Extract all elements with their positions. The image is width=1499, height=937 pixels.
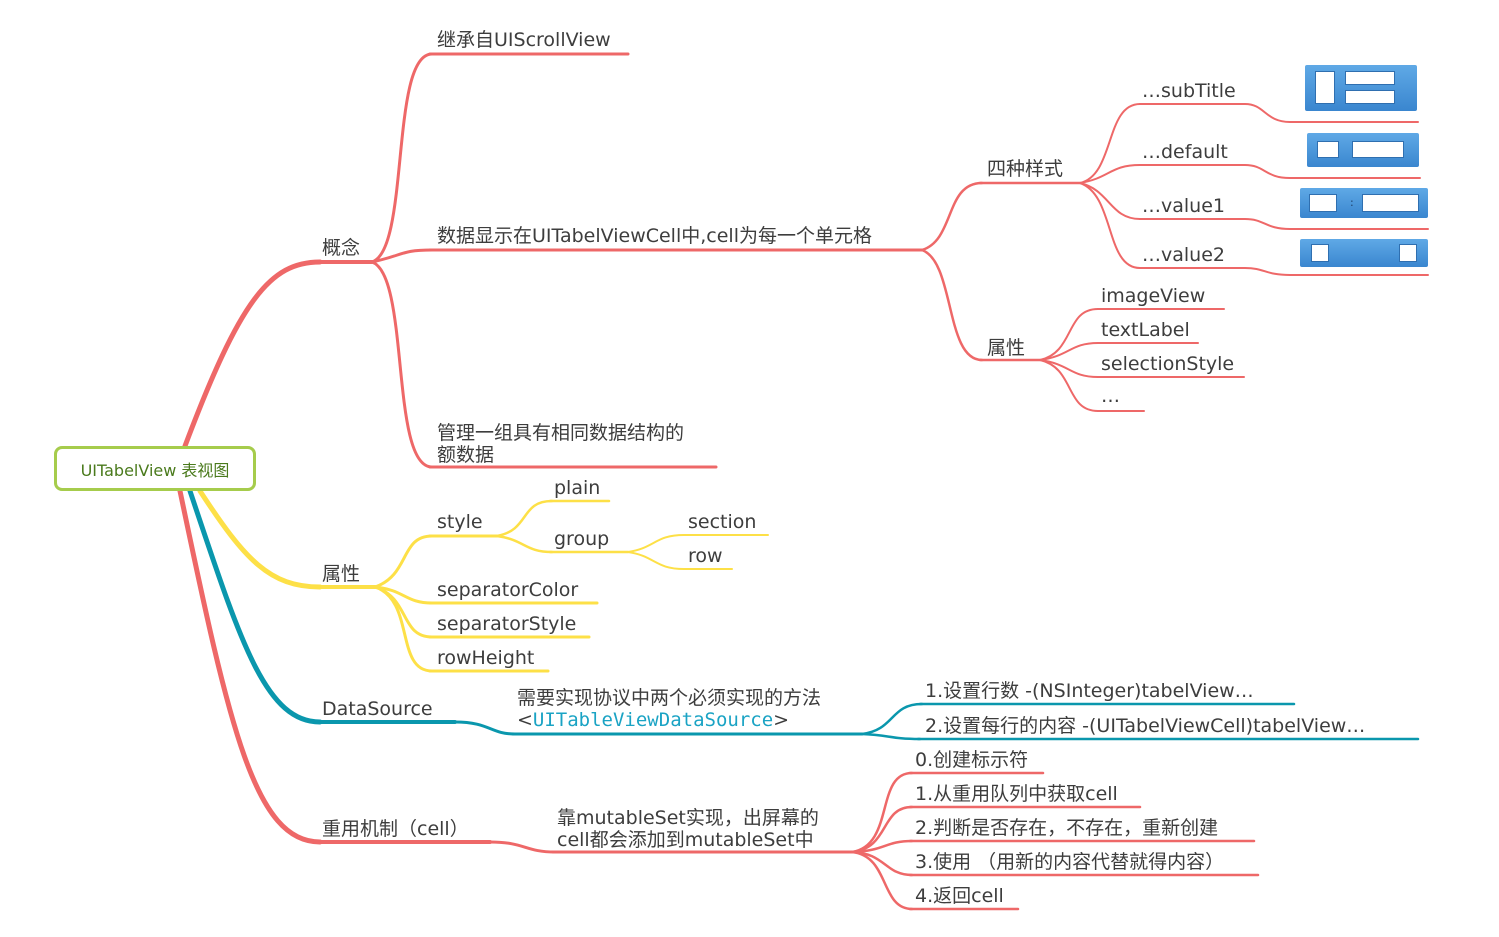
reuse-step-3[interactable]: 3.使用 （用新的内容代替就得内容） (915, 851, 1225, 873)
root-label: UITabelView 表视图 (80, 460, 230, 480)
branch-reuse-to-desc (488, 840, 557, 854)
branch-style-to-plain (495, 499, 554, 538)
concept-label[interactable]: 概念 (322, 237, 361, 259)
branch-reuse-step1 (850, 805, 914, 854)
root-node[interactable]: UITabelView 表视图 (54, 446, 256, 491)
cell-props-label[interactable]: 属性 (987, 337, 1026, 359)
datasource-item1[interactable]: 1.设置行数 -(NSInteger)tabelView… (925, 680, 1254, 702)
cell-prop-textlabel[interactable]: textLabel (1101, 319, 1190, 341)
branch-group-to-row (627, 551, 685, 570)
line-subtitle (1139, 103, 1419, 123)
branch-root-to-reuse (177, 488, 323, 845)
branch-celldata-to-styles (920, 181, 984, 252)
default-cell-icon (1307, 133, 1419, 167)
four-styles-label[interactable]: 四种样式 (987, 158, 1064, 180)
subtitle-cell-icon (1305, 65, 1417, 111)
cell-prop-selectionstyle[interactable]: selectionStyle (1101, 353, 1235, 375)
branch-props-to-sepcolor (373, 585, 434, 605)
branch-concept-to-inherit (370, 52, 434, 264)
reuse-desc[interactable]: 靠mutableSet实现，出屏幕的 cell都会添加到mutableSet中 (557, 807, 819, 851)
datasource-desc[interactable]: 需要实现协议中两个必须实现的方法 <UITableViewDataSource> (517, 687, 821, 731)
concept-cell-data[interactable]: 数据显示在UITabelViewCell中,cell为每一个单元格 (437, 225, 872, 247)
prop-row[interactable]: row (688, 545, 723, 567)
reuse-step-0[interactable]: 0.创建标示符 (915, 749, 1029, 771)
prop-section[interactable]: section (688, 511, 757, 533)
branch-concept-to-celldata (370, 248, 434, 264)
branch-prop-imageview (1039, 308, 1099, 361)
line-value1 (1139, 218, 1429, 230)
branch-root-to-concept (182, 259, 323, 449)
style-subtitle[interactable]: …subTitle (1142, 80, 1236, 102)
reuse-step-1[interactable]: 1.从重用队列中获取cell (915, 783, 1118, 805)
branch-prop-textlabel (1039, 342, 1099, 361)
branch-style-subtitle (1079, 103, 1141, 184)
branch-props-to-style (373, 534, 434, 589)
reuse-desc-line1: 靠mutableSet实现，出屏幕的 (557, 807, 819, 829)
value1-cell-icon: : (1300, 188, 1428, 218)
prop-group[interactable]: group (554, 528, 610, 550)
style-default[interactable]: …default (1142, 141, 1228, 163)
branch-concept-to-manage (370, 260, 434, 469)
concept-inherit[interactable]: 继承自UIScrollView (437, 29, 611, 51)
branch-reuse-step2 (850, 839, 914, 854)
reuse-desc-line2: cell都会添加到mutableSet中 (557, 829, 814, 851)
prop-row-height[interactable]: rowHeight (437, 647, 535, 669)
reuse-label[interactable]: 重用机制（cell） (322, 818, 469, 840)
branch-datasource-to-desc (453, 720, 517, 736)
cell-prop-imageview[interactable]: imageView (1101, 285, 1206, 307)
branch-celldata-to-cellprops (920, 248, 984, 362)
prop-plain[interactable]: plain (554, 477, 601, 499)
line-default (1139, 164, 1421, 179)
branch-root-to-datasource (187, 488, 323, 725)
value2-cell-icon (1300, 239, 1428, 267)
datasource-item2[interactable]: 2.设置每行的内容 -(UITabelViewCell)tabelView… (925, 715, 1366, 737)
branch-desc-to-item2 (860, 732, 922, 741)
props-label[interactable]: 属性 (322, 563, 361, 585)
branch-reuse-step0 (850, 771, 914, 854)
cell-prop-ellipsis[interactable]: … (1101, 385, 1120, 407)
branch-group-to-section (627, 534, 685, 553)
datasource-desc-open: < (517, 709, 533, 731)
concept-manage[interactable]: 管理一组具有相同数据结构的 额数据 (437, 422, 684, 466)
reuse-step-2[interactable]: 2.判断是否存在，不存在，重新创建 (915, 817, 1219, 839)
concept-manage-line2: 额数据 (437, 444, 495, 466)
branch-prop-selection (1039, 359, 1099, 378)
prop-separator-color[interactable]: separatorColor (437, 579, 579, 601)
style-value1[interactable]: …value1 (1142, 195, 1225, 217)
datasource-protocol: UITableViewDataSource (532, 709, 774, 731)
style-value2[interactable]: …value2 (1142, 244, 1225, 266)
prop-style[interactable]: style (437, 511, 483, 533)
branch-style-default (1079, 164, 1141, 184)
datasource-desc-line2: <UITableViewDataSource> (517, 709, 821, 731)
branch-prop-ellipsis (1039, 359, 1099, 412)
branch-style-to-group (495, 534, 554, 554)
branch-reuse-step4 (850, 850, 914, 911)
branch-props-to-rowheight (373, 585, 434, 673)
prop-separator-style[interactable]: separatorStyle (437, 613, 577, 635)
branch-style-value2 (1079, 182, 1141, 269)
line-value2 (1139, 267, 1429, 276)
branch-root-to-props (197, 488, 323, 590)
branch-style-value1 (1079, 182, 1141, 220)
datasource-desc-close: > (773, 709, 790, 731)
datasource-desc-line1: 需要实现协议中两个必须实现的方法 (517, 687, 822, 709)
datasource-label[interactable]: DataSource (322, 698, 433, 720)
concept-manage-line1: 管理一组具有相同数据结构的 (437, 422, 685, 444)
branch-desc-to-item1 (860, 702, 924, 736)
reuse-step-4[interactable]: 4.返回cell (915, 885, 1004, 907)
